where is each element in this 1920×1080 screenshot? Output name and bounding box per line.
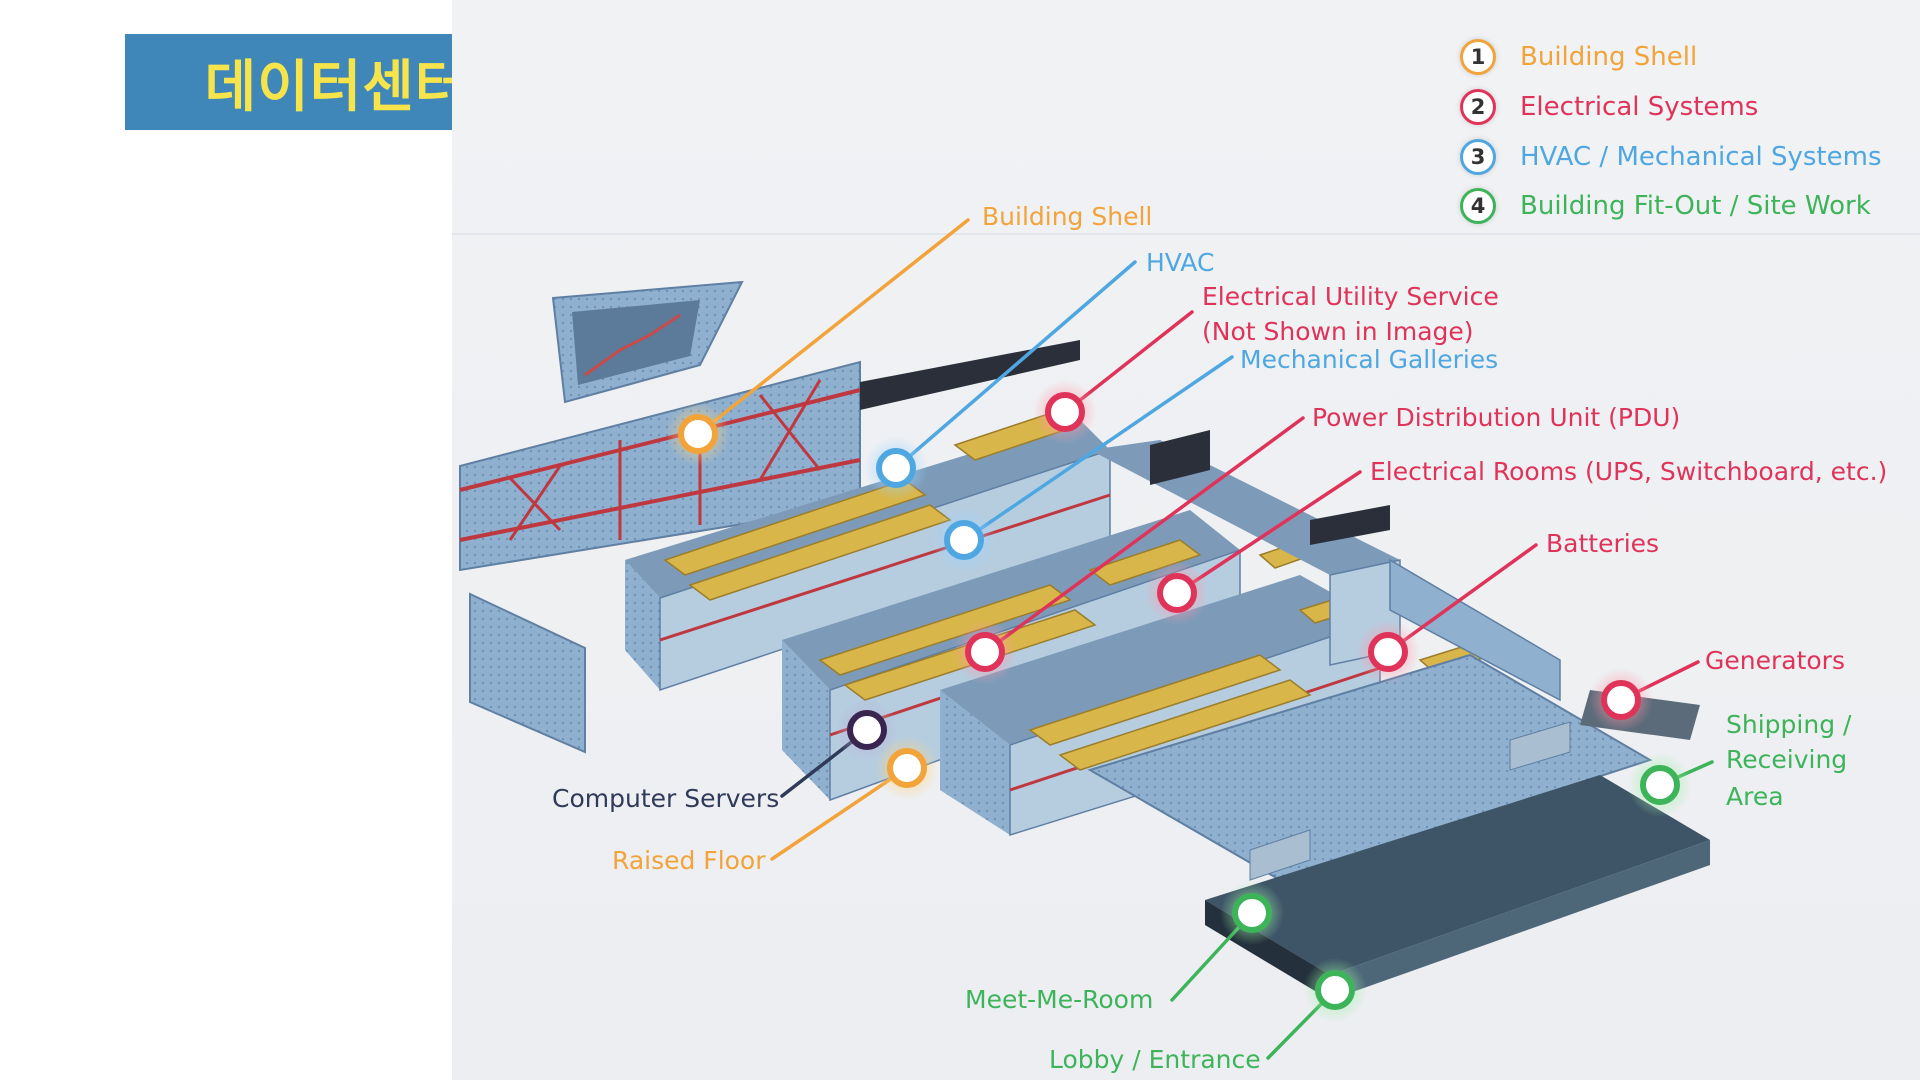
label-computer-servers: Computer Servers bbox=[552, 784, 780, 813]
electrical-building bbox=[1090, 430, 1561, 702]
legend-label-3: HVAC / Mechanical Systems bbox=[1520, 142, 1882, 172]
marker-computer-servers bbox=[835, 698, 899, 762]
legend-number-4: 4 bbox=[1460, 188, 1496, 224]
legend-label-1: Building Shell bbox=[1520, 42, 1698, 72]
label-lobby: Lobby / Entrance bbox=[1049, 1045, 1261, 1074]
label-generators: Generators bbox=[1705, 646, 1845, 675]
marker-shipping bbox=[1628, 753, 1692, 817]
marker-building-shell bbox=[666, 402, 730, 466]
callout-markers bbox=[666, 380, 1692, 1022]
label-electrical-rooms: Electrical Rooms (UPS, Switchboard, etc.… bbox=[1370, 457, 1888, 486]
legend-item-hvac: 3 HVAC / Mechanical Systems bbox=[1460, 139, 1882, 175]
label-shipping-3: Area bbox=[1726, 782, 1784, 811]
legend-number-2: 2 bbox=[1460, 89, 1496, 125]
office-lobby-block bbox=[1087, 653, 1710, 1000]
legend-label-2: Electrical Systems bbox=[1520, 92, 1759, 122]
label-mechanical-galleries: Mechanical Galleries bbox=[1240, 345, 1499, 374]
legend-number-1: 1 bbox=[1460, 39, 1496, 75]
legend-item-electrical: 2 Electrical Systems bbox=[1460, 89, 1758, 125]
label-raised-floor: Raised Floor bbox=[612, 846, 766, 875]
label-electrical-utility-2: (Not Shown in Image) bbox=[1202, 317, 1474, 346]
label-shipping-2: Receiving bbox=[1726, 745, 1848, 774]
legend-label-4: Building Fit-Out / Site Work bbox=[1520, 191, 1871, 221]
marker-lobby bbox=[1303, 958, 1367, 1022]
marker-electrical-rooms bbox=[1145, 561, 1209, 625]
label-batteries: Batteries bbox=[1546, 529, 1660, 558]
side-panel bbox=[469, 592, 586, 754]
label-pdu: Power Distribution Unit (PDU) bbox=[1312, 403, 1681, 432]
legend-item-fitout: 4 Building Fit-Out / Site Work bbox=[1460, 188, 1871, 224]
label-shipping-1: Shipping / bbox=[1726, 710, 1852, 739]
marker-hvac bbox=[864, 436, 928, 500]
marker-batteries bbox=[1356, 620, 1420, 684]
label-meet-me-room: Meet-Me-Room bbox=[965, 985, 1154, 1014]
marker-electrical-utility bbox=[1033, 380, 1097, 444]
legend-number-3: 3 bbox=[1460, 139, 1496, 175]
legend-item-building-shell: 1 Building Shell bbox=[1460, 39, 1697, 75]
label-electrical-utility-1: Electrical Utility Service bbox=[1202, 282, 1499, 311]
marker-pdu bbox=[953, 620, 1017, 684]
marker-generators bbox=[1589, 668, 1653, 732]
marker-mechanical-galleries bbox=[932, 508, 996, 572]
server-racks bbox=[663, 409, 1517, 771]
marker-raised-floor bbox=[875, 736, 939, 800]
marker-meet-me-room bbox=[1220, 881, 1284, 945]
stair-structure bbox=[551, 280, 744, 404]
label-hvac: HVAC bbox=[1146, 248, 1215, 277]
label-building-shell: Building Shell bbox=[982, 202, 1153, 231]
